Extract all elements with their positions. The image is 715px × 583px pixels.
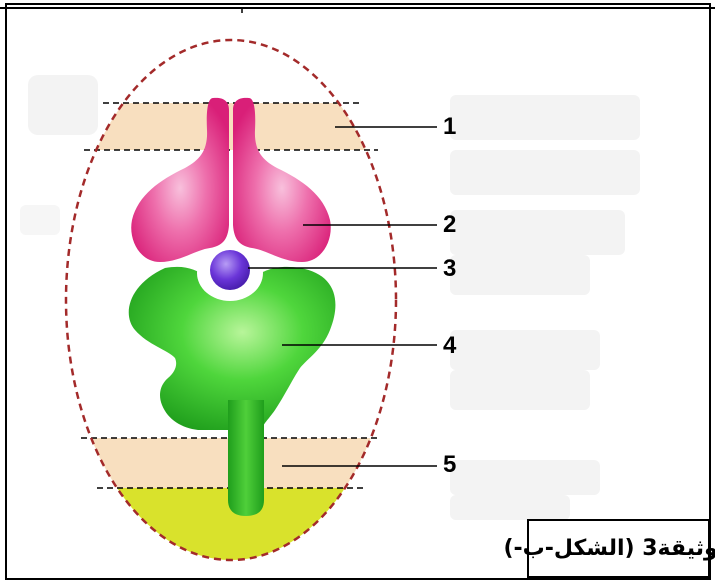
label-3: 3: [443, 255, 456, 283]
label-2: 2: [443, 211, 456, 239]
figure-caption-box: الوثيقة3 (الشكل-ب-): [527, 519, 710, 578]
purple-sphere: [210, 250, 250, 290]
label-4: 4: [443, 332, 456, 360]
outer-frame: [6, 4, 710, 579]
label-1: 1: [443, 113, 456, 141]
green-stem: [228, 400, 264, 516]
figure-caption: الوثيقة3 (الشكل-ب-): [503, 536, 715, 561]
label-5: 5: [443, 451, 456, 479]
